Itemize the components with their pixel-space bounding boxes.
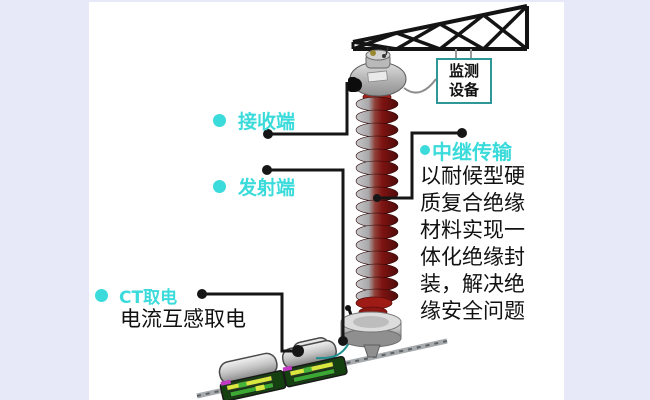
bullet-icon: [213, 180, 226, 193]
monitor-cable: [403, 78, 437, 94]
relay-line: 体化绝缘封: [420, 245, 525, 269]
ct-connector-line: [202, 292, 297, 353]
receiver-connector-line: [268, 82, 349, 136]
ct-sensor-left: [218, 352, 287, 400]
ct-sensor-right: [281, 337, 348, 388]
monitor-equipment-box: 监测 设备: [436, 58, 492, 104]
relay-title-text: 中继传输: [432, 139, 512, 164]
ct-power-subtitle: 电流互感取电: [120, 307, 246, 331]
relay-line: 材料实现一: [420, 218, 525, 242]
transmitter-label: 发射端: [213, 173, 295, 200]
monitor-box-line1: 监测: [448, 62, 479, 80]
relay-description: 以耐候型硬 质复合绝缘 材料实现一 体化绝缘封 装，解决绝 缘安全问题: [420, 163, 538, 325]
tower-truss: [351, 4, 529, 51]
monitor-box-ticks: [455, 49, 472, 59]
receiver-label-text: 接收端: [238, 111, 296, 133]
relay-line: 缘安全问题: [420, 299, 525, 323]
bullet-icon: [420, 145, 430, 155]
annotation-connectors: [202, 82, 462, 353]
receiver-label: 接收端: [213, 107, 295, 134]
transmitter-label-text: 发射端: [238, 177, 296, 199]
ct-data-cable: [315, 342, 350, 360]
relay-line: 以耐候型硬: [420, 164, 525, 188]
connector-dots: [197, 128, 467, 357]
ct-power-label: CT取电: [95, 283, 177, 308]
bullet-icon: [95, 289, 108, 302]
monitor-box-line2: 设备: [448, 81, 479, 99]
top-fitting: [348, 46, 407, 97]
transmitter-connector-line: [267, 168, 345, 341]
relay-title: 中继传输: [420, 139, 538, 164]
relay-line: 质复合绝缘: [420, 191, 525, 215]
relay-connector-line: [377, 131, 462, 200]
relay-line: 装，解决绝: [420, 272, 525, 296]
ct-power-title-text: CT取电: [119, 288, 178, 308]
relay-annotation: 中继传输 以耐候型硬 质复合绝缘 材料实现一 体化绝缘封 装，解决绝 缘安全问题: [420, 139, 538, 325]
bullet-icon: [213, 114, 226, 127]
insulator-string: [355, 91, 399, 343]
bottom-fitting: [340, 305, 402, 358]
